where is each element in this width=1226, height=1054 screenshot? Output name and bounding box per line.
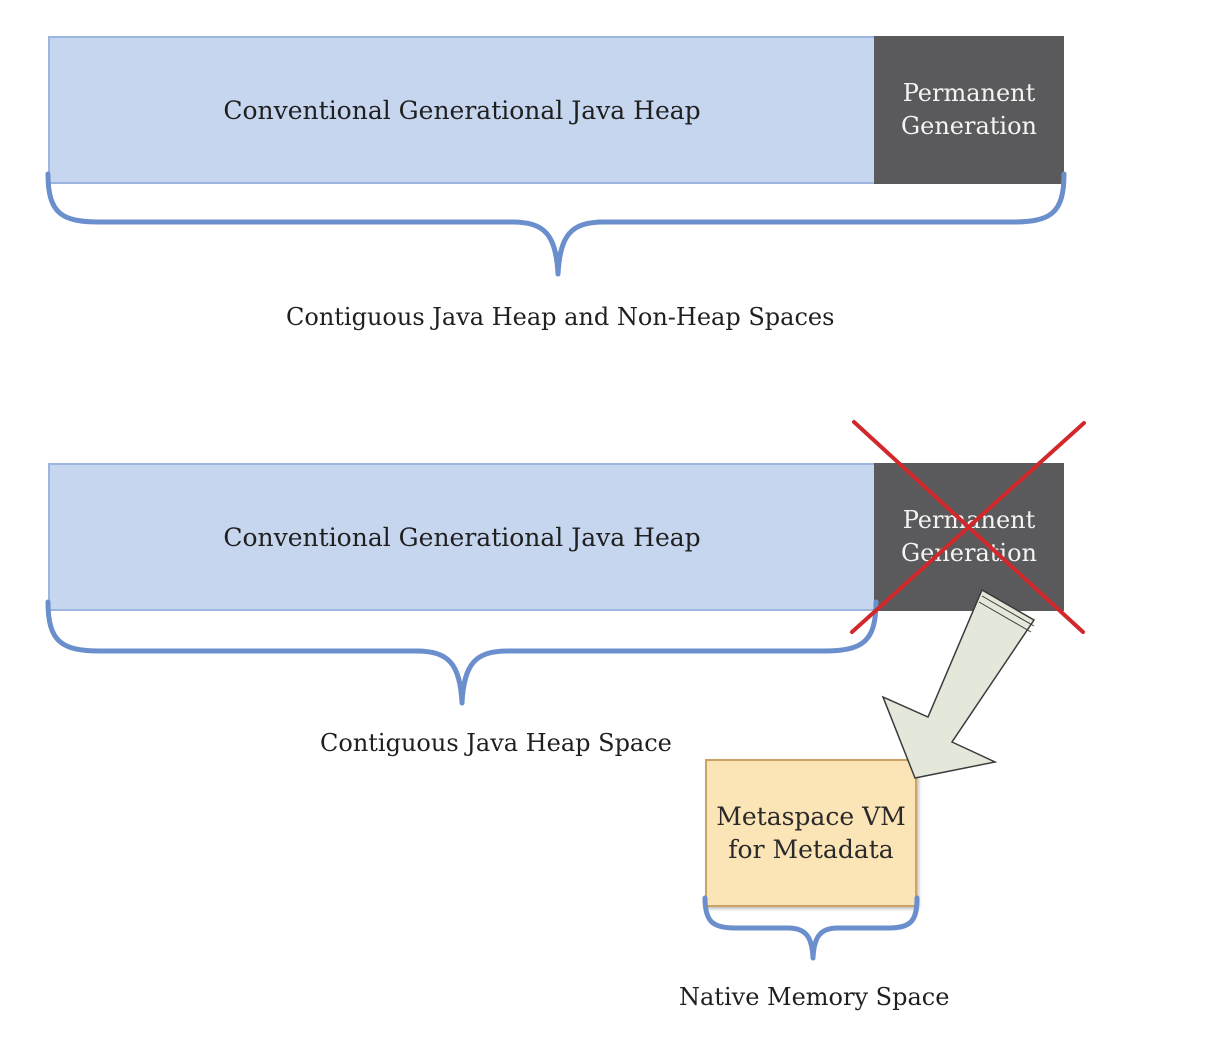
metaspace-line2: for Metadata: [728, 835, 894, 864]
bottom-perm-line2: Generation: [900, 539, 1038, 567]
cross-line-b: [850, 421, 1086, 634]
top-perm-line2: Generation: [900, 112, 1038, 140]
top-perm-line1: Permanent: [902, 79, 1036, 107]
migration-arrow-stripe-2: [978, 601, 1032, 633]
top-java-heap-label: Conventional Generational Java Heap: [223, 95, 701, 125]
migration-arrow-stripe-1: [981, 595, 1035, 627]
top-curly-brace: [45, 171, 1067, 277]
top-brace-label: Contiguous Java Heap and Non-Heap Spaces: [286, 303, 835, 331]
bottom-java-heap-label: Conventional Generational Java Heap: [223, 522, 701, 552]
bottom-permanent-generation-label: Permanent Generation: [901, 504, 1037, 570]
top-java-heap-block: Conventional Generational Java Heap: [48, 36, 876, 184]
top-permanent-generation-label: Permanent Generation: [901, 77, 1037, 143]
bottom-heap-brace-label: Contiguous Java Heap Space: [320, 729, 672, 757]
migration-arrow: [881, 588, 1036, 779]
native-memory-curly-brace: [702, 895, 920, 961]
metaspace-label: Metaspace VM for Metadata: [716, 800, 905, 866]
metaspace-block: Metaspace VM for Metadata: [705, 759, 917, 907]
bottom-heap-curly-brace: [45, 599, 879, 706]
top-permanent-generation-block: Permanent Generation: [874, 36, 1064, 184]
native-memory-brace-label: Native Memory Space: [679, 983, 950, 1011]
metaspace-line1: Metaspace VM: [716, 802, 906, 831]
